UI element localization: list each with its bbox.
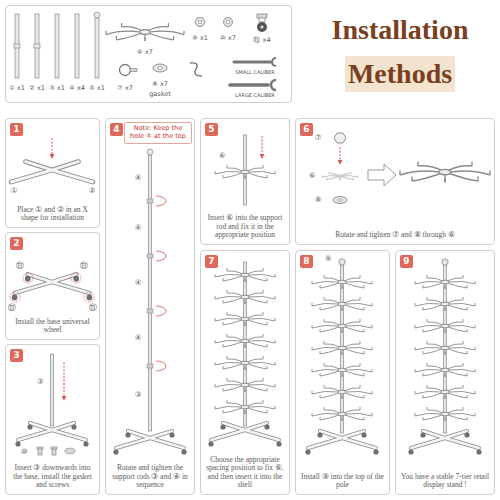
part-label: gasket	[149, 91, 171, 98]
part-label: ⑧ x7	[152, 81, 168, 88]
step-panel: 2Install the base universal wheel ⑪ ⑪ ⑪ ⑪	[5, 232, 100, 340]
callout-number: ⑩	[21, 448, 28, 456]
step-caption: Install the base universal wheel	[10, 318, 95, 335]
step-caption: Rotate and tighten ⑦ and ⑧ through ⑥	[300, 231, 490, 240]
part-label: ② x1	[29, 85, 45, 92]
step-panel: 1Place ① and ② in an X shape for install…	[5, 118, 100, 228]
callout-number: ⑪	[16, 262, 24, 270]
step-panel: 3Insert ③ downwards into the base, insta…	[5, 344, 100, 495]
step-panel: 8Install ⑨ into the top of the pole ⑨	[295, 250, 390, 495]
step-caption: Place ① and ② in an X shape for installa…	[10, 206, 95, 223]
step-number: 3	[10, 349, 23, 362]
step-panel: Note: Keep the hole ⑤ at the top 4Rotate …	[105, 118, 195, 495]
parts-panel: ① x1 ② x1 ③ x1 ④ x4 ⑤ x1 ⑥ x7 ⑨ x1 ⑩ x7 ⑪ x4 ⑦ x7…	[5, 5, 292, 103]
step-panel: 5Insert ⑥ into the support rod and fix i…	[200, 118, 290, 245]
part-label: ⑨ x1	[192, 35, 208, 42]
callout-number: ④	[135, 334, 142, 342]
callout-number: ⑪	[80, 262, 88, 270]
step-number: 4	[110, 123, 123, 136]
step-number: 9	[400, 255, 413, 268]
part-label: ⑤ x1	[89, 85, 105, 92]
part-label: ① x1	[9, 85, 25, 92]
step-panel: 9You have a stable 7-tier retail display…	[395, 250, 495, 495]
step-number: 5	[205, 123, 218, 136]
step-caption: Insert ③ downwards into the base, instal…	[10, 464, 95, 490]
part-label: ⑦ x7	[117, 85, 133, 92]
callout-number: ⑥	[309, 172, 316, 180]
callout-number: ④	[135, 224, 142, 232]
step-caption: You have a stable 7-tier retail display …	[400, 473, 490, 490]
step-panel: 6Rotate and tighten ⑦ and ⑧ through ⑥ ⑦ ⑧ ⑥	[295, 118, 495, 245]
callout-number: ⑪	[8, 304, 16, 312]
part-label: SMALL CALIBER	[235, 70, 274, 75]
part-label: LARGE CALIBER	[235, 93, 275, 98]
step-number: 1	[10, 123, 23, 136]
part-label: ⑥ x7	[137, 49, 153, 56]
step-caption: Insert ⑥ into the support rod and fix it…	[205, 214, 285, 240]
callout-number: ⑪	[89, 304, 97, 312]
part-label: ⑪ x4	[253, 37, 270, 44]
step-caption: Choose the appropriate spacing position …	[205, 456, 285, 491]
callout-number: ③	[37, 378, 44, 386]
callout-number: ③	[135, 391, 142, 399]
step-number: 2	[10, 237, 23, 250]
note-text: Note: Keep the hole ⑤ at the top	[128, 125, 188, 141]
callout-number: ⑦	[315, 134, 322, 142]
page-title: Installation Methods	[305, 8, 495, 96]
step-panel: 7Choose the appropriate spacing position…	[200, 250, 290, 495]
callout-number: ①	[11, 187, 18, 195]
callout-number: ④	[135, 279, 142, 287]
part-label: ③ x1	[49, 85, 65, 92]
callout-number: ⑧	[315, 196, 322, 204]
part-label: ④ x4	[69, 85, 85, 92]
callout-number: ②	[89, 187, 96, 195]
step-number: 6	[300, 123, 313, 136]
step-number: 7	[205, 255, 218, 268]
note-box: Note: Keep the hole ⑤ at the top	[124, 122, 192, 144]
step-number: 8	[300, 255, 313, 268]
callout-number: ⑨	[325, 255, 332, 263]
step-caption: Rotate and tighten the support rods ③ an…	[110, 464, 190, 490]
part-label: ⑩ x7	[220, 35, 236, 42]
callout-number: ④	[135, 174, 142, 182]
step-caption: Install ⑨ into the top of the pole	[300, 473, 385, 490]
callout-number: ⑥	[219, 152, 226, 160]
